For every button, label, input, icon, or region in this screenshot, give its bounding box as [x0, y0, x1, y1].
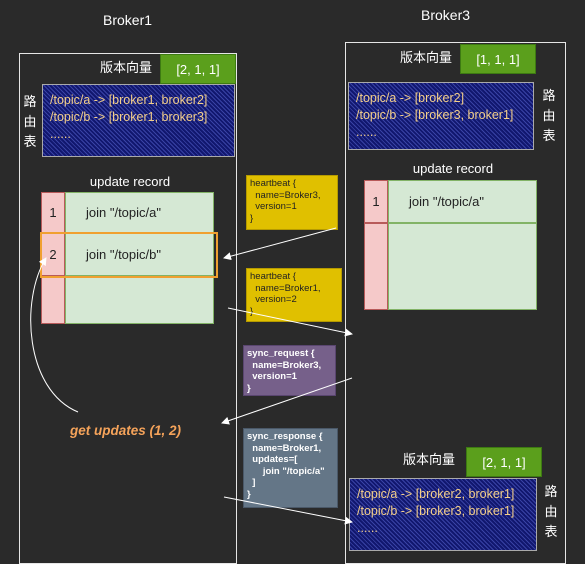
- broker1-new-record-highlight: [40, 232, 218, 278]
- broker1-record-index-empty: [41, 276, 65, 324]
- broker3-updated-vector-label: 版本向量: [403, 452, 456, 467]
- broker3-updated-route-table: /topic/a -> [broker2, broker1] /topic/b …: [349, 478, 537, 551]
- heartbeat-message-broker1: heartbeat { name=Broker1, version=2 }: [246, 268, 342, 322]
- broker1-route-side-label: 路 由 表: [23, 94, 37, 149]
- route-entry: /topic/a -> [broker2]: [356, 91, 465, 105]
- broker3-version-vector: [1, 1, 1]: [460, 44, 536, 74]
- broker1-title: Broker1: [103, 12, 153, 28]
- broker1-record-1: join "/topic/a": [65, 192, 214, 233]
- sync-response-message: sync_response { name=Broker1, updates=[ …: [243, 428, 338, 508]
- broker1-record-2: join "/topic/b": [65, 233, 214, 276]
- heartbeat-arrow-to-broker1: [223, 227, 337, 261]
- broker3-vector-label: 版本向量: [400, 50, 453, 65]
- sync-response-arrow-to-broker3: [223, 496, 353, 525]
- broker1-vector-label: 版本向量: [100, 60, 153, 75]
- route-entry: /topic/a -> [broker1, broker2]: [50, 93, 208, 107]
- broker3-record-title: update record: [412, 161, 494, 176]
- broker3-updated-route-side-label: 路 由 表: [544, 484, 558, 539]
- route-entry: ......: [357, 521, 378, 535]
- get-updates-curve-arrow: [30, 257, 79, 413]
- heartbeat-arrow-to-broker3: [227, 307, 353, 337]
- broker3-record-index-empty: [364, 223, 388, 310]
- route-entry: /topic/b -> [broker3, broker1]: [356, 108, 514, 122]
- sync-request-arrow-to-broker1: [221, 377, 353, 425]
- broker1-record-empty: [65, 276, 214, 324]
- get-updates-annotation: get updates (1, 2): [70, 423, 182, 438]
- broker3-record-1: join "/topic/a": [388, 180, 537, 223]
- broker1-route-table: /topic/a -> [broker1, broker2] /topic/b …: [42, 84, 235, 157]
- route-entry: /topic/b -> [broker3, broker1]: [357, 504, 515, 518]
- broker3-route-table: /topic/a -> [broker2] /topic/b -> [broke…: [348, 82, 534, 150]
- broker3-record-index-1: 1: [364, 180, 388, 223]
- broker3-title: Broker3: [421, 7, 471, 23]
- broker1-version-vector: [2, 1, 1]: [160, 54, 236, 84]
- broker3-route-side-label: 路 由 表: [542, 88, 556, 143]
- sync-request-message: sync_request { name=Broker3, version=1 }: [243, 345, 336, 396]
- route-entry: /topic/b -> [broker1, broker3]: [50, 110, 208, 124]
- heartbeat-message-broker3: heartbeat { name=Broker3, version=1 }: [246, 175, 338, 230]
- route-entry: ......: [50, 127, 71, 141]
- broker1-record-title: update record: [89, 174, 171, 189]
- route-entry: ......: [356, 125, 377, 139]
- broker3-record-empty: [388, 223, 537, 310]
- route-entry: /topic/a -> [broker2, broker1]: [357, 487, 515, 501]
- broker3-updated-version-vector: [2, 1, 1]: [466, 447, 542, 477]
